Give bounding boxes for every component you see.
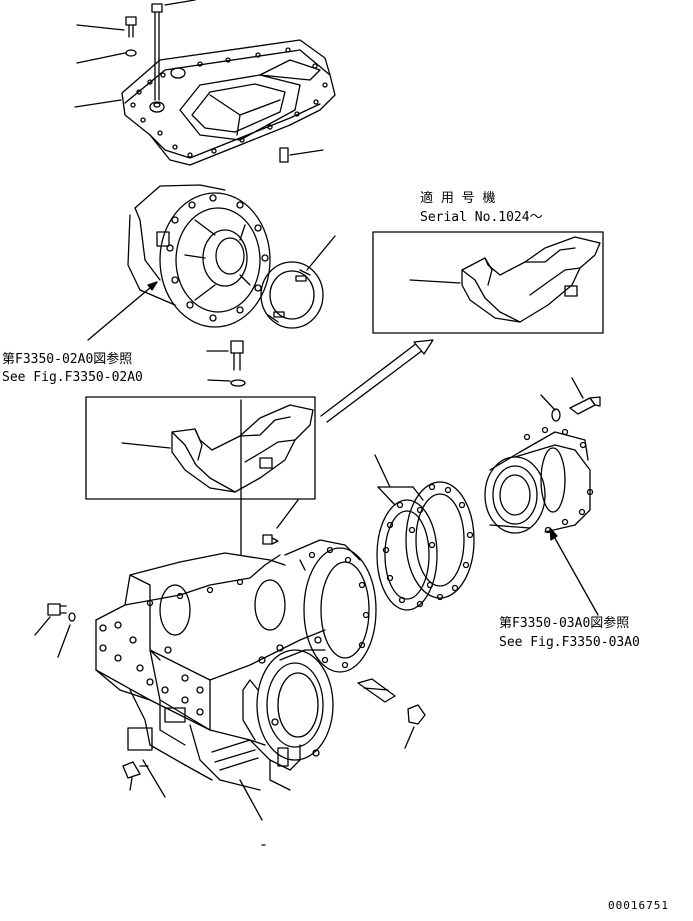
cap-bolt [206, 340, 246, 387]
bearing-ring [260, 261, 324, 329]
leader-cap [121, 442, 171, 449]
cover-bolt [125, 3, 289, 163]
carrier-bolt [540, 377, 601, 422]
direction-arrow-upper [320, 339, 434, 423]
carrier-ref-en: See Fig.F3350-03A0 [499, 635, 640, 650]
top-cover [121, 39, 336, 166]
bearing-cap [171, 404, 314, 493]
cap-box [85, 396, 316, 500]
applicable-note-label: 適 用 号 機 [420, 191, 496, 206]
breather-plug [262, 499, 299, 545]
bearing-cap-serial [461, 236, 601, 323]
axle-housing [95, 539, 377, 791]
drain-plug [34, 603, 76, 658]
diff-ref-jp: 第F3350-02A0図参照 [2, 352, 133, 367]
top-leader-lines [74, 0, 324, 156]
differential-assembly [127, 184, 271, 328]
serial-box [372, 231, 604, 334]
housing-bolt [122, 759, 266, 846]
leader-diff-ref [87, 281, 158, 341]
gaskets [376, 481, 475, 611]
leader-bearing [306, 235, 336, 271]
stud-bolt [357, 678, 426, 749]
gasket-leader [374, 454, 424, 506]
diff-ref-en: See Fig.F3350-02A0 [2, 370, 143, 385]
carrier-ref-jp: 第F3350-03A0図参照 [499, 616, 630, 631]
drawing-number: 00016751 [608, 899, 669, 912]
leader-carrier-ref [551, 532, 599, 616]
serial-number-label: Serial No.1024～ [420, 210, 543, 225]
bearing-carrier [484, 426, 594, 534]
leader-serial [409, 279, 461, 284]
